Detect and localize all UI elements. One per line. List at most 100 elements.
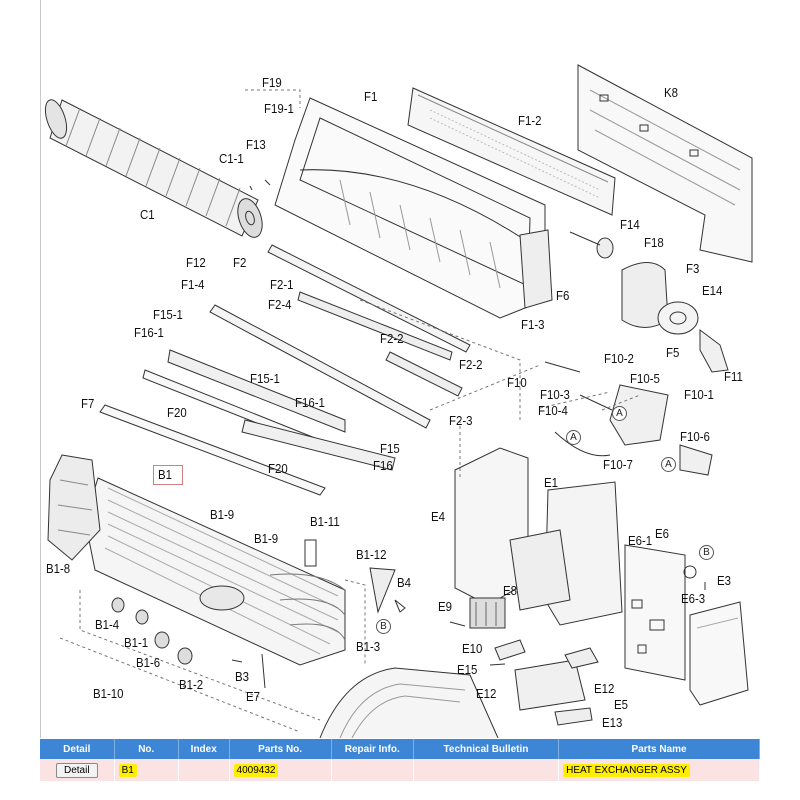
- exploded-parts-diagram: F19 F19-1 F1 F1-2 K8 C1-1 F13 C1 F14 F18…: [44, 64, 753, 738]
- label-f16-1-top: F16-1: [134, 325, 164, 340]
- label-e4: E4: [431, 509, 445, 524]
- label-b1-11: B1-11: [310, 514, 340, 529]
- label-f7: F7: [81, 396, 95, 411]
- label-f19: F19: [262, 75, 282, 90]
- label-f10-4: F10-4: [538, 403, 568, 418]
- label-b3: B3: [235, 669, 249, 684]
- mounting-plate-drawing: [577, 64, 753, 263]
- label-f5: F5: [666, 345, 680, 360]
- label-c1-1: C1-1: [219, 151, 244, 166]
- label-f15-1-top: F15-1: [153, 307, 183, 322]
- header-parts-name: Parts Name: [558, 739, 760, 759]
- parts-table-header-row: Detail No. Index Parts No. Repair Info. …: [40, 739, 760, 759]
- label-e6-3: E6-3: [681, 591, 706, 606]
- terminal-parts-drawing: [494, 639, 599, 726]
- part-number-ref: B1: [118, 763, 137, 777]
- label-f10-2: F10-2: [604, 351, 634, 366]
- label-b1[interactable]: B1: [158, 467, 172, 482]
- label-f1-2: F1-2: [518, 113, 542, 128]
- label-f11: F11: [724, 369, 743, 384]
- diagram-artwork: [44, 64, 753, 738]
- label-f14: F14: [620, 217, 640, 232]
- label-f10: F10: [507, 375, 527, 390]
- label-f1-3: F1-3: [521, 317, 545, 332]
- label-c1: C1: [140, 207, 155, 222]
- label-f6: F6: [556, 288, 570, 303]
- label-b1-8: B1-8: [46, 561, 71, 576]
- header-parts-no: Parts No.: [229, 739, 332, 759]
- label-f2: F2: [233, 255, 247, 270]
- label-e8: E8: [503, 583, 517, 598]
- label-f3: F3: [686, 261, 700, 276]
- label-e1: E1: [544, 475, 558, 490]
- louver-motor-drawing: [544, 361, 713, 476]
- label-k8: K8: [664, 85, 678, 100]
- label-f10-3: F10-3: [540, 387, 570, 402]
- control-board-drawing: [624, 544, 697, 681]
- label-e3: E3: [717, 573, 731, 588]
- header-no: No.: [114, 739, 179, 759]
- label-f12: F12: [186, 255, 206, 270]
- label-f10-5: F10-5: [630, 371, 660, 386]
- cell-no: B1: [114, 759, 179, 781]
- label-f19-1: F19-1: [264, 101, 294, 116]
- label-f10-1: F10-1: [684, 387, 714, 402]
- label-f1: F1: [364, 89, 378, 104]
- header-detail: Detail: [40, 739, 115, 759]
- label-f18: F18: [644, 235, 664, 250]
- cross-flow-fan-drawing: [44, 99, 263, 238]
- connector-marker-b-1: B: [699, 545, 714, 560]
- fan-motor-drawing: [621, 262, 729, 373]
- page-left-rule: [40, 0, 41, 738]
- label-b1-4: B1-4: [95, 617, 120, 632]
- label-e12-right: E12: [594, 681, 615, 696]
- assembly-guide-lines: [59, 89, 641, 733]
- fittings-drawing: [111, 539, 406, 689]
- header-technical-bulletin: Technical Bulletin: [413, 739, 560, 759]
- label-f15-1-mid: F15-1: [250, 371, 280, 386]
- label-f16: F16: [373, 458, 393, 473]
- label-e15: E15: [457, 662, 478, 677]
- label-f20-bottom: F20: [268, 461, 288, 476]
- label-e7: E7: [246, 689, 260, 704]
- label-f13: F13: [246, 137, 266, 152]
- label-f2-4: F2-4: [268, 297, 292, 312]
- label-e10: E10: [462, 641, 483, 656]
- label-e14: E14: [702, 283, 723, 298]
- parts-table: Detail No. Index Parts No. Repair Info. …: [40, 739, 760, 781]
- label-b1-6: B1-6: [136, 655, 161, 670]
- label-e9: E9: [438, 599, 452, 614]
- label-f1-4: F1-4: [181, 277, 205, 292]
- cell-detail: Detail: [40, 759, 115, 781]
- detail-button[interactable]: Detail: [56, 762, 98, 778]
- label-f2-2-a: F2-2: [380, 331, 404, 346]
- front-frame-drawing: [274, 97, 553, 319]
- selected-part-box[interactable]: [153, 465, 183, 485]
- label-b4: B4: [397, 575, 411, 590]
- label-e13: E13: [602, 715, 623, 730]
- label-b1-3: B1-3: [356, 639, 381, 654]
- parts-no-value: 4009432: [233, 763, 279, 777]
- cell-parts-name: HEAT EXCHANGER ASSY: [558, 759, 760, 781]
- screws-drawing: [231, 179, 706, 666]
- table-row: Detail B1 4009432 HEAT EXCHANGER ASSY: [40, 759, 760, 781]
- connector-marker-a-1: A: [612, 406, 627, 421]
- louver-drawing: [209, 244, 471, 429]
- label-b1-12: B1-12: [356, 547, 387, 562]
- flap-drawing: [99, 349, 396, 496]
- label-f2-2-b: F2-2: [459, 357, 483, 372]
- end-plate-drawing: [47, 454, 101, 561]
- cell-technical-bulletin: [413, 759, 560, 781]
- cell-repair-info: [331, 759, 414, 781]
- label-b1-2: B1-2: [179, 677, 204, 692]
- cell-parts-no: 4009432: [229, 759, 332, 781]
- label-f16-1-mid: F16-1: [295, 395, 325, 410]
- bottom-frame-drawing: [319, 667, 499, 738]
- label-f20-top: F20: [167, 405, 187, 420]
- header-repair-info: Repair Info.: [331, 739, 414, 759]
- connector-marker-b-2: B: [376, 619, 391, 634]
- label-f15: F15: [380, 441, 400, 456]
- connector-marker-a-3: A: [661, 457, 676, 472]
- label-f10-7: F10-7: [603, 457, 633, 472]
- label-e12-left: E12: [476, 686, 497, 701]
